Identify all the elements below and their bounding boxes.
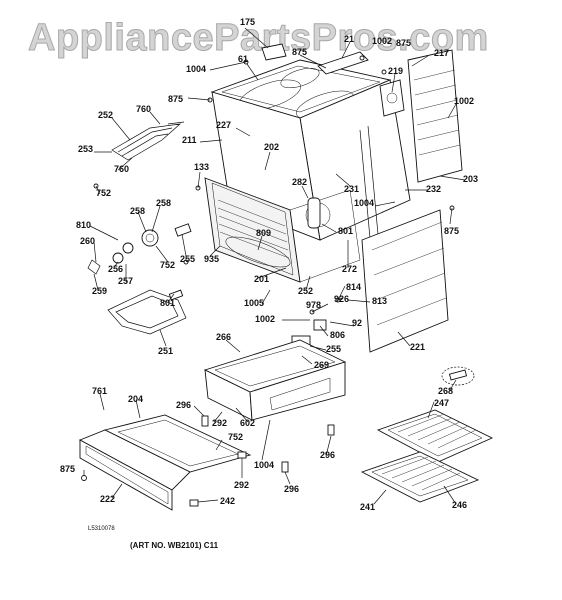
part-label: 806 (330, 330, 345, 340)
part-label: 292 (234, 480, 249, 490)
part-label: 259 (92, 286, 107, 296)
part-label: 1002 (454, 96, 474, 106)
part-label: 241 (360, 502, 375, 512)
part-label: 175 (240, 17, 255, 27)
part-label: 296 (320, 450, 335, 460)
part-label: 1002 (372, 36, 392, 46)
part-label: 246 (452, 500, 467, 510)
part-label: 242 (220, 496, 235, 506)
part-label: 133 (194, 162, 209, 172)
part-label: 810 (76, 220, 91, 230)
valve-parts (87, 223, 192, 275)
part-label: 875 (444, 226, 459, 236)
part-label: 231 (344, 184, 359, 194)
part-label: 219 (388, 66, 403, 76)
part-label: 1004 (254, 460, 274, 470)
part-label: 1004 (186, 64, 206, 74)
part-label: 21 (344, 34, 354, 44)
part-label: 61 (238, 54, 248, 64)
oven-racks (360, 409, 494, 503)
part-label: 296 (176, 400, 191, 410)
part-label: 252 (98, 110, 113, 120)
part-label: 222 (100, 494, 115, 504)
back-panel (407, 49, 463, 183)
part-label: 221 (410, 342, 425, 352)
leader-lines (83, 27, 466, 505)
part-label: 292 (212, 418, 227, 428)
part-label: 752 (228, 432, 243, 442)
part-label: 602 (240, 418, 255, 428)
part-label: 227 (216, 120, 231, 130)
part-labels: 175 21 1002 875 875 217 1004 61 219 875 … (60, 17, 478, 512)
part-label: 217 (434, 48, 449, 58)
rear-brackets (261, 43, 405, 117)
part-label: 875 (396, 38, 411, 48)
storage-drawer (78, 414, 252, 511)
part-label: 813 (372, 296, 387, 306)
part-label: 255 (180, 254, 195, 264)
part-label: 760 (114, 164, 129, 174)
part-label: 92 (352, 318, 362, 328)
part-label: 926 (334, 294, 349, 304)
broil-element (107, 289, 187, 335)
part-label: 258 (130, 206, 145, 216)
drawer-frame (203, 339, 347, 421)
part-label: 202 (264, 142, 279, 152)
part-label: 255 (326, 344, 341, 354)
part-label: 272 (342, 264, 357, 274)
part-label: 211 (182, 135, 197, 145)
part-label: 760 (136, 104, 151, 114)
part-label: 251 (158, 346, 173, 356)
part-label: 814 (346, 282, 361, 292)
part-label: 935 (204, 254, 219, 264)
part-label: 232 (426, 184, 441, 194)
part-label: 752 (160, 260, 175, 270)
part-label: 752 (96, 188, 111, 198)
watermark-logo: AppliancePartsPros.com (28, 17, 489, 59)
part-label: 875 (60, 464, 75, 474)
part-label: 801 (338, 226, 353, 236)
part-label: 253 (78, 144, 93, 154)
part-label: 801 (160, 298, 175, 308)
rack-support (441, 366, 475, 386)
part-label: 269 (314, 360, 329, 370)
part-label: 875 (292, 47, 307, 57)
part-label: 268 (438, 386, 453, 396)
part-label: 257 (118, 276, 133, 286)
part-label: 256 (108, 264, 123, 274)
part-label: 1005 (244, 298, 264, 308)
part-label: 258 (156, 198, 171, 208)
part-label: 761 (92, 386, 107, 396)
part-label: 978 (306, 300, 321, 310)
part-label: 296 (284, 484, 299, 494)
side-panel (361, 209, 449, 353)
part-label: 875 (168, 94, 183, 104)
part-label: 266 (216, 332, 231, 342)
part-label: 203 (463, 174, 478, 184)
diagram-code: L5310078 (88, 526, 115, 532)
part-label: 260 (80, 236, 95, 246)
part-label: 1004 (354, 198, 374, 208)
part-label: 252 (298, 286, 313, 296)
part-label: 1002 (255, 314, 275, 324)
part-label: 247 (434, 398, 449, 408)
part-label: 282 (292, 177, 307, 187)
bake-element (111, 121, 185, 161)
diagram-caption: (ART NO. WB2101) C11 (130, 541, 219, 550)
part-label: 201 (254, 274, 269, 284)
part-label: 204 (128, 394, 143, 404)
part-label: 809 (256, 228, 271, 238)
